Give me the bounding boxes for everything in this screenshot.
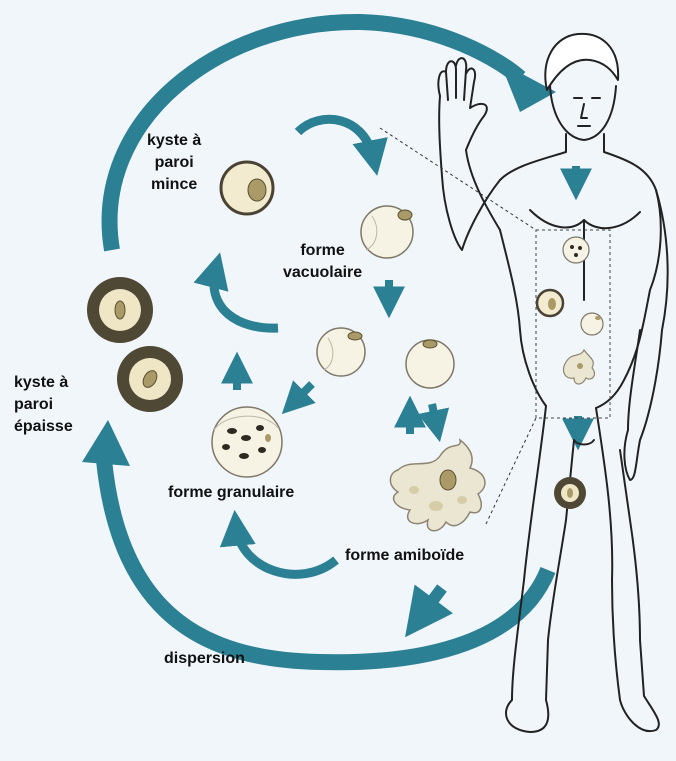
human-figure-icon: [438, 34, 667, 732]
vacuolar-label-line-2: vacuolaire: [283, 262, 362, 284]
dispersion-label: dispersion: [164, 648, 245, 670]
intermediate-cell-icon-1: [317, 328, 365, 376]
amoeboid-label: forme amiboïde: [345, 545, 464, 567]
body-cell-icon: [581, 313, 603, 335]
arrow-to-granular: [292, 384, 312, 404]
thick-cyst-icon-2: [117, 346, 183, 412]
thin-cyst-label-line-3: mince: [147, 174, 201, 196]
body-cyst-icon: [537, 290, 563, 316]
arrow-down-pair: [432, 404, 437, 428]
zoom-line-bottom: [486, 418, 536, 524]
thick-cyst-label: kyste à paroi épaisse: [14, 372, 73, 438]
thin-cyst-label-line-1: kyste à: [147, 130, 201, 152]
arrow-amoeboid-to-granular: [236, 526, 336, 574]
vacuolar-label: forme vacuolaire: [283, 240, 362, 284]
arrow-to-thin-cyst: [214, 268, 278, 328]
thin-cyst-label: kyste à paroi mince: [147, 130, 201, 196]
thick-cyst-label-line-1: kyste à: [14, 372, 73, 394]
body-cell-vacuolar-icon: [563, 237, 589, 263]
arrow-dispersion: [418, 588, 442, 620]
thin-cyst-icon: [221, 162, 273, 214]
amoeboid-cell-icon: [390, 440, 485, 531]
thick-cyst-label-line-3: épaisse: [14, 416, 73, 438]
body-amoeboid-icon: [564, 350, 595, 384]
thick-cyst-label-line-2: paroi: [14, 394, 73, 416]
granular-cell-icon: [212, 407, 282, 477]
arrow-to-vacuolar: [298, 119, 374, 160]
thick-cyst-icon-1: [87, 277, 153, 343]
vacuolar-label-line-1: forme: [283, 240, 362, 262]
thin-cyst-label-line-2: paroi: [147, 152, 201, 174]
intermediate-cell-icon-2: [406, 340, 454, 388]
vacuolar-cell-icon: [361, 206, 413, 258]
granular-label: forme granulaire: [168, 482, 294, 504]
body-thick-cyst-icon: [554, 477, 586, 509]
outer-arrow-bottom-head: [82, 420, 130, 466]
